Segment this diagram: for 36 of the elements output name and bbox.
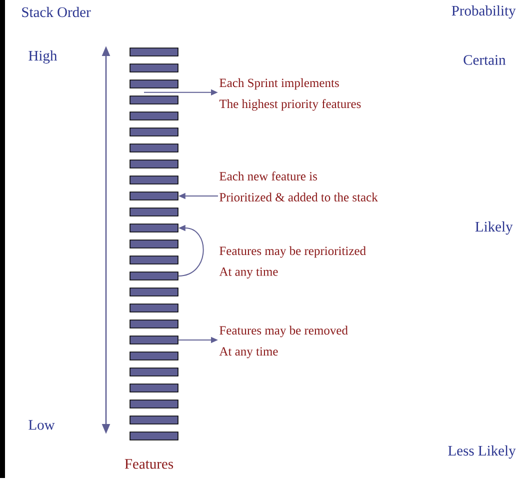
feature-bar <box>130 128 178 136</box>
feature-bar <box>130 256 178 264</box>
feature-bar <box>130 160 178 168</box>
note-text: Features may be removed At any time <box>219 326 348 358</box>
feature-bar <box>130 416 178 424</box>
feature-bar <box>130 336 178 344</box>
scale-label: Likely <box>475 221 513 235</box>
feature-bar <box>130 208 178 216</box>
axis-title: Probability <box>452 5 516 19</box>
note-text: Features may be reprioritized <box>220 246 366 258</box>
feature-bar <box>130 320 178 328</box>
feature-bar <box>130 384 178 392</box>
feature-bar <box>130 64 178 72</box>
scale-label: Less Likely <box>448 445 516 459</box>
note-text: At any time <box>219 268 278 278</box>
feature-bar <box>130 304 178 312</box>
scale-label: Certain <box>464 55 506 65</box>
feature-bar <box>130 432 178 440</box>
feature-bar <box>130 80 178 88</box>
feature-bar <box>130 352 178 360</box>
feature-bar <box>130 368 178 376</box>
feature-bar <box>130 96 178 104</box>
feature-bar <box>130 288 178 296</box>
feature-bar <box>130 144 178 152</box>
feature-bar <box>130 240 178 248</box>
axis-title: Stack Order <box>22 6 91 18</box>
feature-bar <box>130 112 178 120</box>
note-text: Each new feature is Prioritized & added to the stack <box>220 172 378 202</box>
scale-label: Low <box>28 420 55 430</box>
feature-bar <box>130 48 178 56</box>
feature-bar <box>130 272 178 280</box>
feature-bar <box>130 400 178 408</box>
scale-label: High <box>28 50 57 64</box>
stack-caption: Features <box>124 459 174 469</box>
feature-bar <box>130 176 178 184</box>
note-text: Each Sprint implements The highest priority features <box>219 78 361 111</box>
